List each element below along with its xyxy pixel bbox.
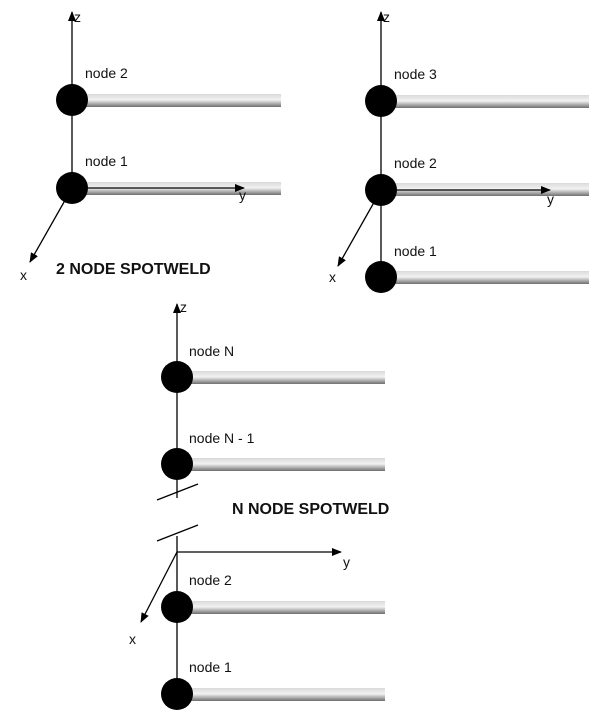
x-axis-label: x — [129, 631, 136, 647]
node-label: node 1 — [85, 153, 128, 169]
y-axis-label: y — [547, 191, 554, 207]
two-node-spotweld: z y x node 2 node 1 2 NODE SPOTWELD — [20, 9, 281, 283]
z-axis-label: z — [180, 299, 187, 315]
x-axis-label: x — [329, 269, 336, 285]
y-axis-label: y — [239, 187, 246, 203]
z-axis-label: z — [383, 9, 390, 25]
n-node-spotweld: z y x node N node N - 1 node 2 node 1 N … — [129, 299, 389, 710]
node-label: node 1 — [189, 659, 232, 675]
beam-node-1 — [177, 688, 385, 701]
diagram-title: N NODE SPOTWELD — [232, 501, 389, 518]
beam-node-2 — [177, 601, 385, 614]
node-circle — [161, 678, 193, 710]
node-label: node 2 — [189, 572, 232, 588]
beam-node-n — [177, 371, 385, 384]
beam-node-n-minus-1 — [177, 458, 385, 471]
break-mark — [156, 483, 199, 501]
node-circle — [365, 174, 397, 206]
y-axis-label: y — [343, 554, 350, 570]
node-label: node N — [189, 343, 234, 359]
node-label: node N - 1 — [189, 430, 255, 446]
node-label: node 1 — [394, 243, 437, 259]
node-circle — [161, 448, 193, 480]
node-circle — [56, 84, 88, 116]
beam-node-3 — [381, 95, 589, 108]
x-axis — [140, 551, 178, 623]
x-axis-label: x — [20, 267, 27, 283]
node-circle — [56, 172, 88, 204]
node-circle — [161, 591, 193, 623]
node-circle — [365, 261, 397, 293]
beam-node-2 — [72, 94, 281, 107]
diagram-title: 2 NODE SPOTWELD — [56, 261, 211, 278]
node-circle — [161, 361, 193, 393]
node-label: node 3 — [394, 66, 437, 82]
break-mark — [156, 524, 199, 542]
node-circle — [365, 85, 397, 117]
three-node-spotweld: z y x node 3 node 2 node 1 — [329, 9, 589, 293]
beam-node-1 — [381, 271, 589, 284]
node-label: node 2 — [85, 65, 128, 81]
node-label: node 2 — [394, 155, 437, 171]
z-axis-label: z — [74, 9, 81, 25]
